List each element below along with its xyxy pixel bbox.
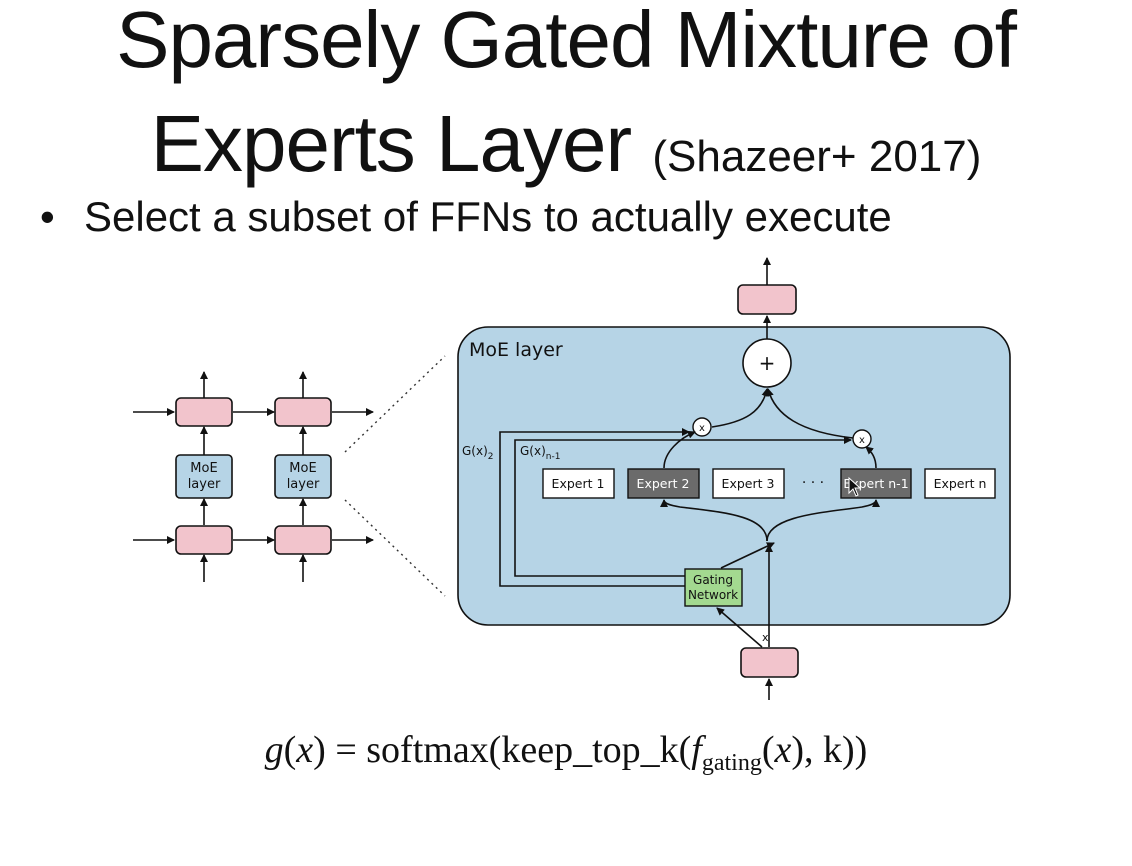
- title-citation: (Shazeer+ 2017): [652, 132, 982, 181]
- zoom-line: [344, 355, 446, 453]
- sum-node: [742, 338, 792, 388]
- formula-body: = softmax(keep_top_k(: [325, 729, 692, 771]
- expert-label: Expert 1: [552, 476, 605, 491]
- formula-f-sub: gating: [701, 750, 762, 776]
- formula-tail: ), k)): [791, 729, 868, 771]
- expert-2-box: [627, 468, 700, 499]
- multiply-node: [852, 429, 872, 449]
- bullet-text: Select a subset of FFNs to actually exec…: [84, 193, 892, 240]
- small-pink-block: [274, 397, 332, 427]
- input-block: [740, 647, 799, 678]
- cursor-icon: [848, 476, 862, 497]
- expert-3-box: [712, 468, 785, 499]
- expert-output-arrow: [865, 446, 877, 469]
- multiply-symbol: x: [699, 423, 705, 434]
- ellipsis: · · ·: [802, 475, 824, 491]
- small-moe-block: [175, 454, 233, 499]
- small-pink-block: [175, 397, 233, 427]
- expert-output-arrow: [663, 430, 696, 469]
- sum-symbol: +: [759, 351, 776, 375]
- gating-formula: g(x) = softmax(keep_top_k(fgating(x), k)…: [264, 729, 868, 776]
- formula-g: g: [264, 729, 284, 771]
- dispatch-arrow: [766, 499, 880, 542]
- bullet-item: • Select a subset of FFNs to actually exe…: [40, 190, 892, 244]
- small-moe-label: layer: [287, 477, 320, 492]
- mult-to-sum-arrow: [711, 388, 770, 428]
- formula-x2: x: [774, 729, 792, 771]
- multiply-symbol: x: [859, 435, 865, 446]
- small-network: [133, 371, 374, 582]
- small-blocks: [175, 397, 332, 555]
- small-pink-block: [274, 525, 332, 555]
- zoom-line: [344, 499, 446, 597]
- gate-label-2: G(x)2: [462, 444, 494, 462]
- small-moe-block: [274, 454, 332, 499]
- expert-label: Expert 2: [637, 476, 690, 491]
- bullet-icon: •: [40, 193, 55, 240]
- moe-layer-label: MoE layer: [469, 339, 563, 361]
- dispatch-arrow: [660, 499, 768, 542]
- formula-f: f: [691, 729, 702, 771]
- expert-label: Expert n: [934, 476, 987, 491]
- expert-1-box: [542, 468, 615, 499]
- gating-label: Gating: [693, 573, 733, 587]
- multiply-node: [692, 417, 712, 437]
- mult-to-sum-arrow: [765, 388, 854, 439]
- gate-line-n1: [514, 436, 852, 577]
- small-pink-block: [175, 525, 233, 555]
- input-to-gating-arrow: [716, 607, 763, 648]
- output-block: [737, 284, 797, 315]
- small-moe-label: MoE: [289, 461, 316, 476]
- slide-title-line1: Sparsely Gated Mixture of: [116, 0, 1017, 84]
- small-moe-label: layer: [188, 477, 221, 492]
- input-label: x: [762, 631, 769, 644]
- expert-label: Expert 3: [722, 476, 775, 491]
- gating-label: Network: [688, 588, 738, 602]
- small-moe-label: MoE: [190, 461, 217, 476]
- slide-title-line2: Experts Layer (Shazeer+ 2017): [0, 98, 1132, 203]
- gate-line-2: [499, 428, 690, 587]
- formula-x: x: [296, 729, 314, 771]
- expert-n-box: [924, 468, 996, 499]
- gating-network-box: [684, 568, 743, 607]
- title-main: Experts Layer: [150, 99, 633, 188]
- gate-label-n1: G(x)n-1: [520, 444, 560, 462]
